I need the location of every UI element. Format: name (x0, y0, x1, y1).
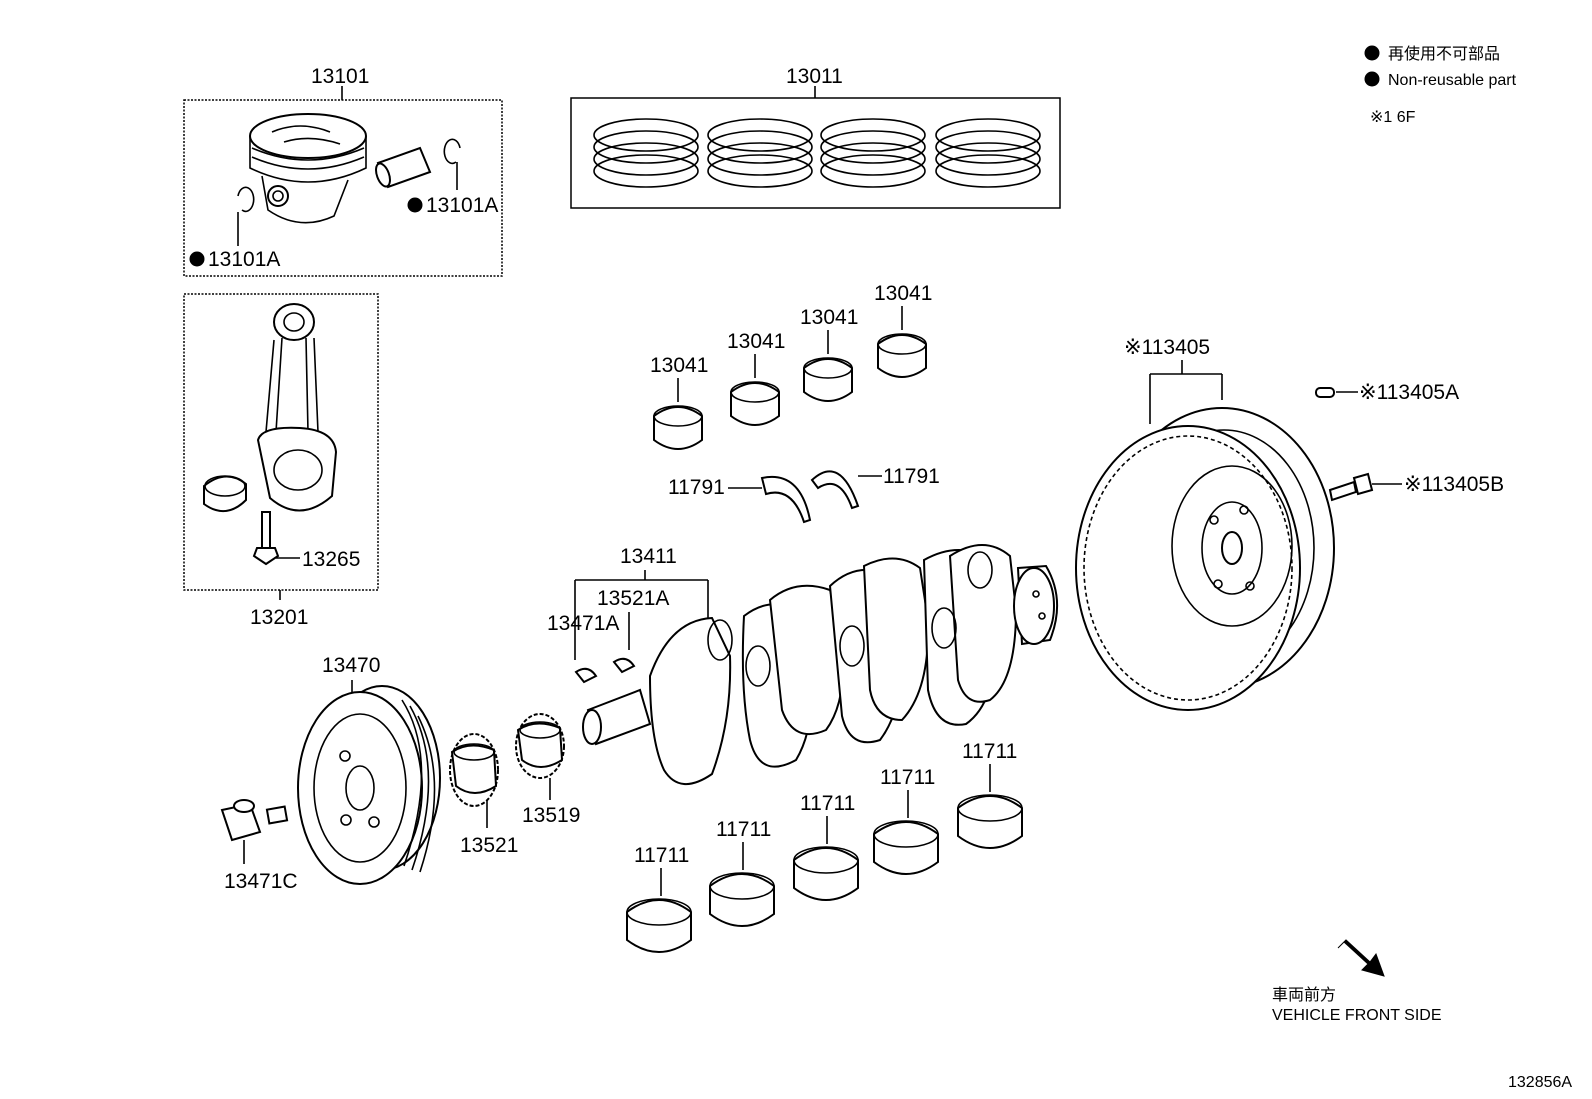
part-number-label[interactable]: 13521 (460, 834, 518, 857)
part-number-label[interactable]: 13471C (224, 870, 298, 893)
vehicle-front-indicator: 車両前方 VEHICLE FRONT SIDE (1272, 939, 1442, 1024)
part-number-label[interactable]: 13101A (426, 194, 498, 217)
part-number-label[interactable]: 13041 (727, 330, 785, 353)
thrust-washer-illustration (760, 475, 812, 524)
main-bearing-illustration (709, 872, 775, 927)
part-number-label[interactable]: ※113405 (1124, 336, 1210, 359)
part-number-label[interactable]: 11791 (668, 476, 725, 499)
part-number-label[interactable]: ※113405B (1404, 473, 1504, 496)
rod-bearing-illustration (203, 475, 247, 512)
part-number-label[interactable]: 11711 (634, 844, 689, 867)
part-number-label[interactable]: 13411 (620, 545, 677, 568)
main-bearing-illustration (873, 820, 939, 875)
part-number-label[interactable]: 11791 (883, 465, 940, 488)
woodruff-key-illustration (612, 657, 636, 674)
non-reusable-dot-icon (1364, 71, 1380, 87)
non-reusable-dot-icon (407, 197, 423, 213)
rod-bearing-illustration (877, 333, 927, 378)
part-number-label[interactable]: 11711 (962, 740, 1017, 763)
part-number-label[interactable]: 13519 (522, 804, 580, 827)
snap-ring-illustration (443, 138, 461, 165)
connecting-rod-group: 13201 13265 (183, 293, 379, 629)
legend-jp-label: 再使用不可部品 (1388, 45, 1500, 63)
rod-bearing-illustration (730, 381, 780, 426)
part-number-label[interactable]: ※113405A (1359, 381, 1459, 404)
ring-set-illustration (593, 118, 1041, 188)
non-reusable-dot-icon (189, 251, 205, 267)
main-bearing-illustration (793, 846, 859, 901)
thrust-washers-group: 11791 11791 (668, 465, 940, 524)
part-number-label[interactable]: 13011 (786, 65, 843, 88)
part-number-label[interactable]: 13101A (208, 248, 280, 271)
legend-note: ※1 6F (1370, 109, 1416, 126)
direction-en-label: VEHICLE FRONT SIDE (1272, 1007, 1442, 1024)
part-number-label[interactable]: 13041 (874, 282, 932, 305)
part-number-label[interactable]: 11711 (800, 792, 855, 815)
piston-illustration (249, 113, 367, 224)
piston-group-box (183, 99, 503, 277)
rod-bearings-group: 13041 13041 13041 13041 (650, 282, 932, 450)
piston-pin-illustration (375, 146, 432, 189)
piston-ring-group: 13011 (570, 65, 1061, 209)
flywheel-pin-illustration (1315, 387, 1335, 398)
arrow-down-right-icon (1337, 939, 1385, 977)
main-bearing-illustration (626, 898, 692, 953)
pulley-group: 13470 13471C (220, 654, 441, 893)
thrust-washer-illustration (810, 470, 860, 510)
piston-ring-group-box (570, 97, 1061, 209)
main-bearing-illustration (957, 794, 1023, 849)
rod-bearing-illustration (653, 405, 703, 450)
part-number-label[interactable]: 13041 (650, 354, 708, 377)
part-number-label[interactable]: 13201 (250, 606, 308, 629)
pulley-illustration (297, 685, 441, 885)
crank-sprocket-illustration (515, 713, 565, 779)
non-reusable-dot-icon (1364, 45, 1380, 61)
rod-bolt-illustration (252, 511, 280, 566)
legend: 再使用不可部品 Non-reusable part ※1 6F (1364, 45, 1517, 126)
crankshaft-illustration (582, 544, 1059, 785)
connecting-rod-illustration (256, 303, 338, 512)
direction-jp-label: 車両前方 (1272, 986, 1336, 1004)
snap-ring-illustration (237, 186, 255, 213)
part-number-label[interactable]: 13471A (547, 612, 619, 635)
legend-en-label: Non-reusable part (1388, 72, 1517, 89)
timing-gear-illustration (449, 733, 499, 807)
part-number-label[interactable]: 13521A (597, 587, 669, 610)
main-bearings-group: 11711 11711 11711 11711 11711 (626, 740, 1023, 953)
piston-group: 13101 13101A 13101A (183, 65, 503, 277)
crankshaft-group: 13411 13521A 13471A (547, 544, 1059, 785)
part-number-label[interactable]: 13101 (311, 65, 369, 88)
flywheel-group: ※113405 ※113405A ※113405B (1075, 336, 1504, 711)
timing-gears-group: 13521 13519 (449, 713, 580, 857)
woodruff-key-illustration (574, 667, 598, 684)
part-number-label[interactable]: 11711 (716, 818, 771, 841)
rod-bearing-illustration (803, 357, 853, 402)
pulley-bolt-illustration (220, 799, 289, 842)
part-number-label[interactable]: 13265 (302, 548, 360, 571)
part-number-label[interactable]: 13041 (800, 306, 858, 329)
part-number-label[interactable]: 13470 (322, 654, 380, 677)
part-number-label[interactable]: 11711 (880, 766, 935, 789)
flywheel-illustration (1075, 407, 1335, 711)
diagram-id: 132856A (1508, 1074, 1572, 1091)
flywheel-bolt-illustration (1328, 472, 1374, 502)
